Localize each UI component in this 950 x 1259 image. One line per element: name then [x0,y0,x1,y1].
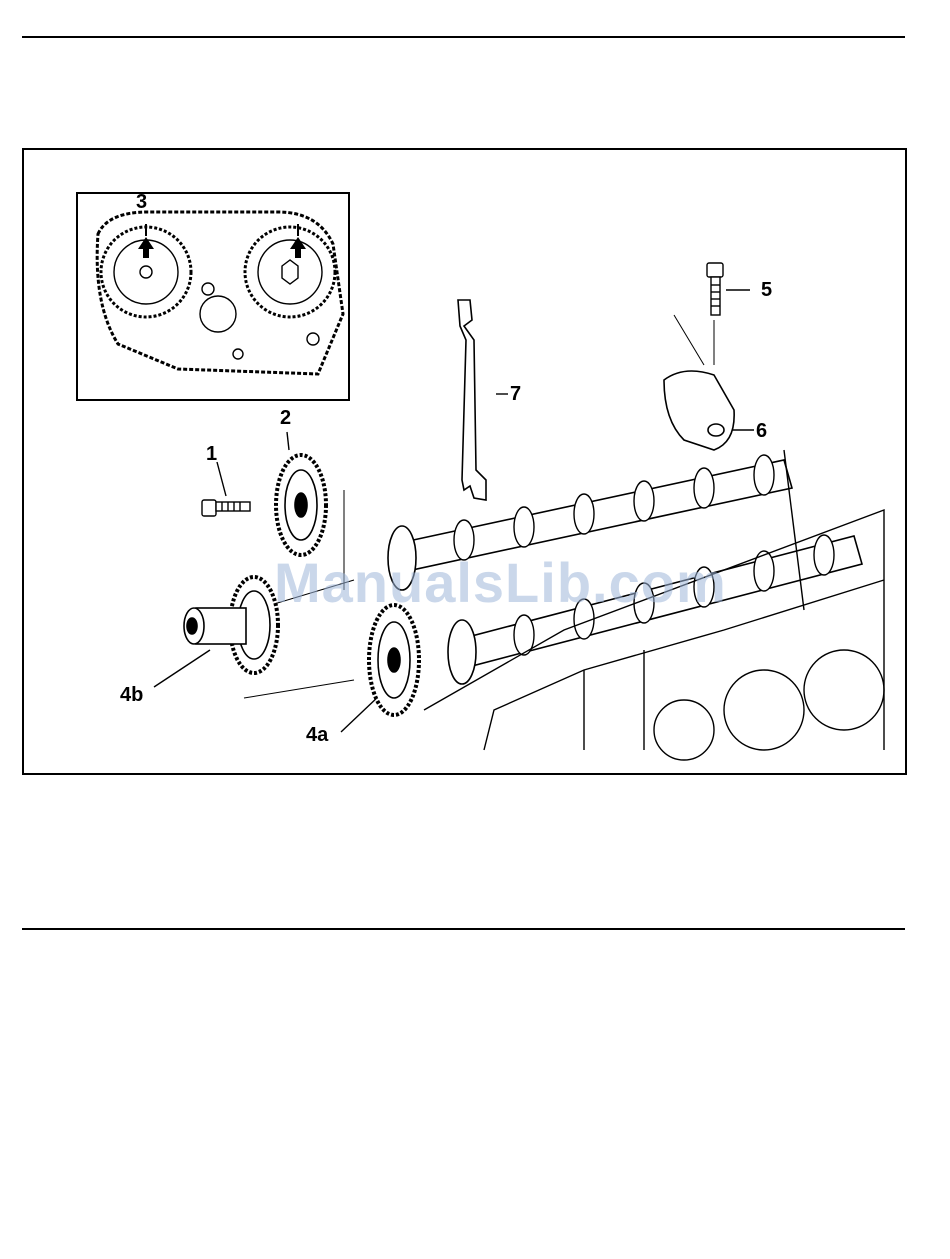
wrench-part [458,300,486,500]
timing-chain-inset-diagram [78,194,348,399]
illustration-frame: ManualsLib.com 3 1 2 5 6 7 4b 4a [22,148,907,775]
bolt-part [707,263,723,315]
bolt-part [202,500,250,516]
callout-7: 7 [510,384,521,404]
bearing-cap-part [664,371,734,450]
callout-6: 6 [756,421,767,441]
sprocket-part [276,455,326,555]
callout-2: 2 [280,408,291,428]
callout-4a: 4a [306,725,328,745]
bottom-rule [22,928,905,930]
callout-5: 5 [761,280,772,300]
callout-1: 1 [206,444,217,464]
callout-3: 3 [136,192,147,212]
inset-view [76,192,350,401]
top-rule [22,36,905,38]
watermark: ManualsLib.com [274,550,727,615]
sprocket-part [369,605,419,715]
callout-4b: 4b [120,685,143,705]
